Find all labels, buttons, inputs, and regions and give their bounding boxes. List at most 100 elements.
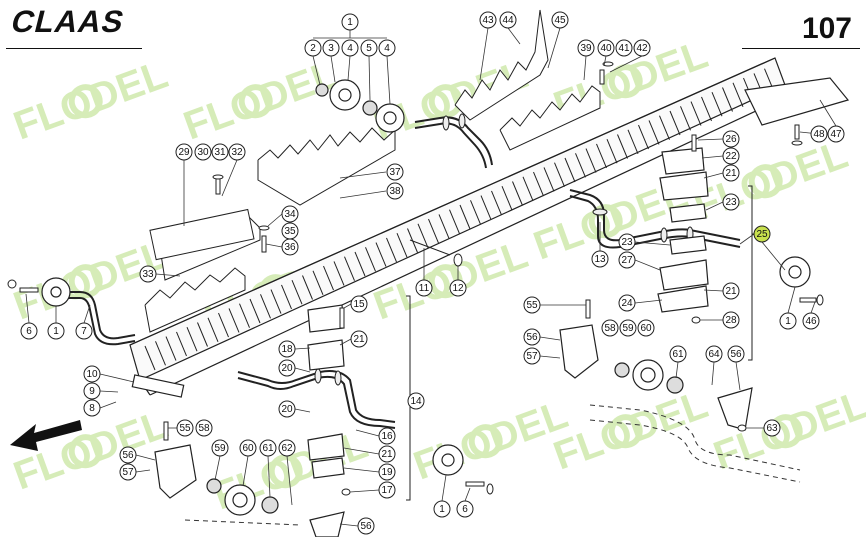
part-callout-16[interactable]: 16 xyxy=(378,427,396,445)
part-callout-59[interactable]: 59 xyxy=(211,439,229,457)
part-callout-40[interactable]: 40 xyxy=(597,39,615,57)
part-callout-55[interactable]: 55 xyxy=(176,419,194,437)
callout-label: 30 xyxy=(197,147,209,158)
part-callout-9[interactable]: 9 xyxy=(83,382,101,400)
part-callout-14[interactable]: 14 xyxy=(407,392,425,410)
part-callout-61[interactable]: 61 xyxy=(259,439,277,457)
part-callout-63[interactable]: 63 xyxy=(763,419,781,437)
part-callout-44[interactable]: 44 xyxy=(499,11,517,29)
part-callout-57[interactable]: 57 xyxy=(523,347,541,365)
callout-circle xyxy=(722,164,740,182)
part-callout-6[interactable]: 6 xyxy=(20,322,38,340)
part-callout-20[interactable]: 20 xyxy=(278,359,296,377)
callout-label: 9 xyxy=(89,386,95,397)
part-callout-30[interactable]: 30 xyxy=(194,143,212,161)
part-callout-45[interactable]: 45 xyxy=(551,11,569,29)
part-callout-17[interactable]: 17 xyxy=(378,481,396,499)
part-callout-11[interactable]: 11 xyxy=(415,279,433,297)
part-callout-15[interactable]: 15 xyxy=(350,295,368,313)
part-callout-3[interactable]: 3 xyxy=(322,39,340,57)
part-callout-56[interactable]: 56 xyxy=(357,517,375,535)
walker-tooth xyxy=(669,110,681,136)
part-callout-42[interactable]: 42 xyxy=(633,39,651,57)
callout-label: 61 xyxy=(262,443,274,454)
part-callout-21[interactable]: 21 xyxy=(722,282,740,300)
part-callout-1[interactable]: 1 xyxy=(341,13,359,31)
part-callout-60[interactable]: 60 xyxy=(637,319,655,337)
part-callout-1[interactable]: 1 xyxy=(779,312,797,330)
part-callout-22[interactable]: 22 xyxy=(722,147,740,165)
part-callout-56[interactable]: 56 xyxy=(523,328,541,346)
callout-label: 43 xyxy=(482,15,494,26)
part-callout-48[interactable]: 48 xyxy=(810,125,828,143)
part-callout-1[interactable]: 1 xyxy=(47,322,65,340)
part-callout-6[interactable]: 6 xyxy=(456,500,474,518)
part-callout-35[interactable]: 35 xyxy=(281,222,299,240)
part-callout-10[interactable]: 10 xyxy=(83,365,101,383)
callout-circle xyxy=(722,147,740,165)
part-callout-43[interactable]: 43 xyxy=(479,11,497,29)
part-callout-41[interactable]: 41 xyxy=(615,39,633,57)
part-callout-4[interactable]: 4 xyxy=(341,39,359,57)
part-callout-27[interactable]: 27 xyxy=(618,251,636,269)
part-callout-56[interactable]: 56 xyxy=(727,345,745,363)
callout-label: 63 xyxy=(766,423,778,434)
callout-label: 41 xyxy=(618,43,630,54)
part-callout-18[interactable]: 18 xyxy=(278,340,296,358)
part-callout-32[interactable]: 32 xyxy=(228,143,246,161)
part-callout-64[interactable]: 64 xyxy=(705,345,723,363)
part-callout-37[interactable]: 37 xyxy=(386,163,404,181)
part-callout-58[interactable]: 58 xyxy=(601,319,619,337)
part-callout-60[interactable]: 60 xyxy=(239,439,257,457)
part-callout-21[interactable]: 21 xyxy=(378,445,396,463)
callout-circle xyxy=(386,182,404,200)
part-callout-25[interactable]: 25 xyxy=(753,225,771,243)
part-callout-39[interactable]: 39 xyxy=(577,39,595,57)
part-callout-33[interactable]: 33 xyxy=(139,265,157,283)
part-callout-62[interactable]: 62 xyxy=(278,439,296,457)
part-callout-59[interactable]: 59 xyxy=(619,319,637,337)
part-callout-8[interactable]: 8 xyxy=(83,399,101,417)
part-callout-38[interactable]: 38 xyxy=(386,182,404,200)
part-callout-56[interactable]: 56 xyxy=(119,446,137,464)
part-callout-26[interactable]: 26 xyxy=(722,130,740,148)
callout-circle xyxy=(119,463,137,481)
callout-label: 24 xyxy=(621,298,633,309)
part-callout-46[interactable]: 46 xyxy=(802,312,820,330)
part-callout-23[interactable]: 23 xyxy=(722,193,740,211)
part-callout-47[interactable]: 47 xyxy=(827,125,845,143)
part-callout-21[interactable]: 21 xyxy=(350,330,368,348)
walker-tooth xyxy=(228,308,240,333)
claas-logo-text: CLAAS xyxy=(8,6,128,36)
callout-label: 27 xyxy=(621,255,633,266)
part-callout-36[interactable]: 36 xyxy=(281,238,299,256)
part-callout-19[interactable]: 19 xyxy=(378,463,396,481)
part-callout-13[interactable]: 13 xyxy=(591,250,609,268)
part-callout-21[interactable]: 21 xyxy=(722,164,740,182)
part-callout-4[interactable]: 4 xyxy=(378,39,396,57)
part-callout-29[interactable]: 29 xyxy=(175,143,193,161)
walker-tooth xyxy=(291,280,303,305)
callout-circle xyxy=(281,238,299,256)
callout-circle xyxy=(722,193,740,211)
part-callout-61[interactable]: 61 xyxy=(669,345,687,363)
part-callout-31[interactable]: 31 xyxy=(211,143,229,161)
callout-label: 36 xyxy=(284,242,296,253)
part-callout-23[interactable]: 23 xyxy=(618,233,636,251)
part-callout-57[interactable]: 57 xyxy=(119,463,137,481)
part-callout-2[interactable]: 2 xyxy=(304,39,322,57)
part-callout-5[interactable]: 5 xyxy=(360,39,378,57)
callout-label: 29 xyxy=(178,147,190,158)
part-callout-24[interactable]: 24 xyxy=(618,294,636,312)
part-callout-12[interactable]: 12 xyxy=(449,279,467,297)
part-callout-7[interactable]: 7 xyxy=(75,322,93,340)
part-callout-55[interactable]: 55 xyxy=(523,296,541,314)
part-callout-58[interactable]: 58 xyxy=(195,419,213,437)
part-callout-20[interactable]: 20 xyxy=(278,400,296,418)
part-callout-28[interactable]: 28 xyxy=(722,311,740,329)
part-callout-34[interactable]: 34 xyxy=(281,205,299,223)
walker-tooth xyxy=(375,242,387,267)
part-callout-1[interactable]: 1 xyxy=(433,500,451,518)
callout-circle xyxy=(341,13,359,31)
